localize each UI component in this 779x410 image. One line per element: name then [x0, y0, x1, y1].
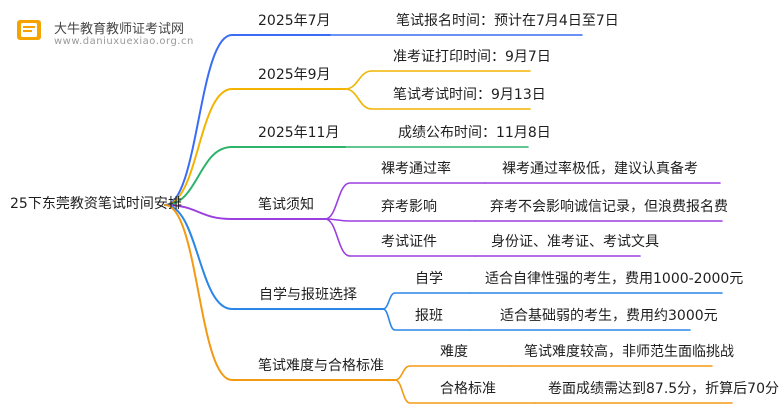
node-score-release-time: 成绩公布时间：11月8日	[398, 125, 551, 141]
child-link-5-1	[394, 379, 536, 404]
node-self-study-detail: 适合自律性强的考生，费用1000-2000元	[485, 271, 744, 287]
node-pass-standard-detail: 卷面成绩需达到87.5分，折算后70分	[548, 381, 779, 397]
branch-self-study-vs-class: 自学与报班选择	[259, 287, 357, 303]
node-pass-standard: 合格标准	[440, 381, 496, 397]
node-pass-rate: 裸考通过率	[381, 161, 451, 177]
child-link-1-0	[344, 70, 531, 90]
child-link-4-1	[382, 308, 471, 331]
branch-difficulty-and-standard: 笔试难度与合格标准	[258, 358, 384, 374]
child-link-3-0	[324, 182, 486, 220]
brand-url: www.daniuxuexiao.org.cn	[54, 36, 194, 47]
branch-link-5	[164, 204, 396, 381]
root-node: 25下东莞教资笔试时间安排	[10, 196, 182, 212]
node-registration-time: 笔试报名时间：预计在7月4日至7日	[396, 13, 619, 29]
node-difficulty: 难度	[440, 344, 468, 360]
node-class: 报班	[415, 308, 443, 324]
node-difficulty-detail: 笔试难度较高，非师范生面临挑战	[524, 344, 734, 360]
branch-link-0	[164, 34, 331, 206]
branch-2025-november: 2025年11月	[258, 125, 340, 141]
node-absence-impact-detail: 弃考不会影响诚信记录，但浪费报名费	[490, 199, 728, 215]
child-link-3-2	[324, 218, 476, 257]
child-link-3-1	[324, 218, 476, 222]
node-absence-impact: 弃考影响	[381, 199, 437, 215]
brand-logo: 大牛教育教师证考试网 www.daniuxuexiao.org.cn	[14, 14, 304, 54]
branch-link-2	[164, 146, 346, 206]
node-self-study: 自学	[415, 271, 443, 287]
branch-exam-notes: 笔试须知	[258, 197, 314, 213]
mindmap-links	[164, 34, 733, 404]
node-class-detail: 适合基础弱的考生，费用约3000元	[500, 308, 718, 324]
branch-link-3	[164, 204, 326, 220]
node-admission-print-time: 准考证打印时间：9月7日	[393, 49, 551, 65]
node-exam-documents: 考试证件	[381, 234, 437, 250]
mindmap: 大牛教育教师证考试网 www.daniuxuexiao.org.cn 25下东莞…	[10, 13, 779, 404]
child-link-5-0	[394, 365, 511, 381]
branch-2025-july: 2025年7月	[258, 13, 331, 29]
branch-link-4	[164, 204, 384, 310]
branch-2025-september: 2025年9月	[258, 67, 331, 83]
book-icon	[17, 20, 41, 40]
child-link-4-0	[382, 292, 471, 310]
child-link-1-1	[344, 88, 531, 110]
node-exam-time: 笔试考试时间：9月13日	[393, 87, 546, 103]
brand-title: 大牛教育教师证考试网	[54, 22, 185, 37]
node-pass-rate-detail: 裸考通过率极低，建议认真备考	[502, 161, 698, 177]
branch-link-1	[164, 88, 346, 206]
node-exam-documents-detail: 身份证、准考证、考试文具	[491, 234, 659, 250]
